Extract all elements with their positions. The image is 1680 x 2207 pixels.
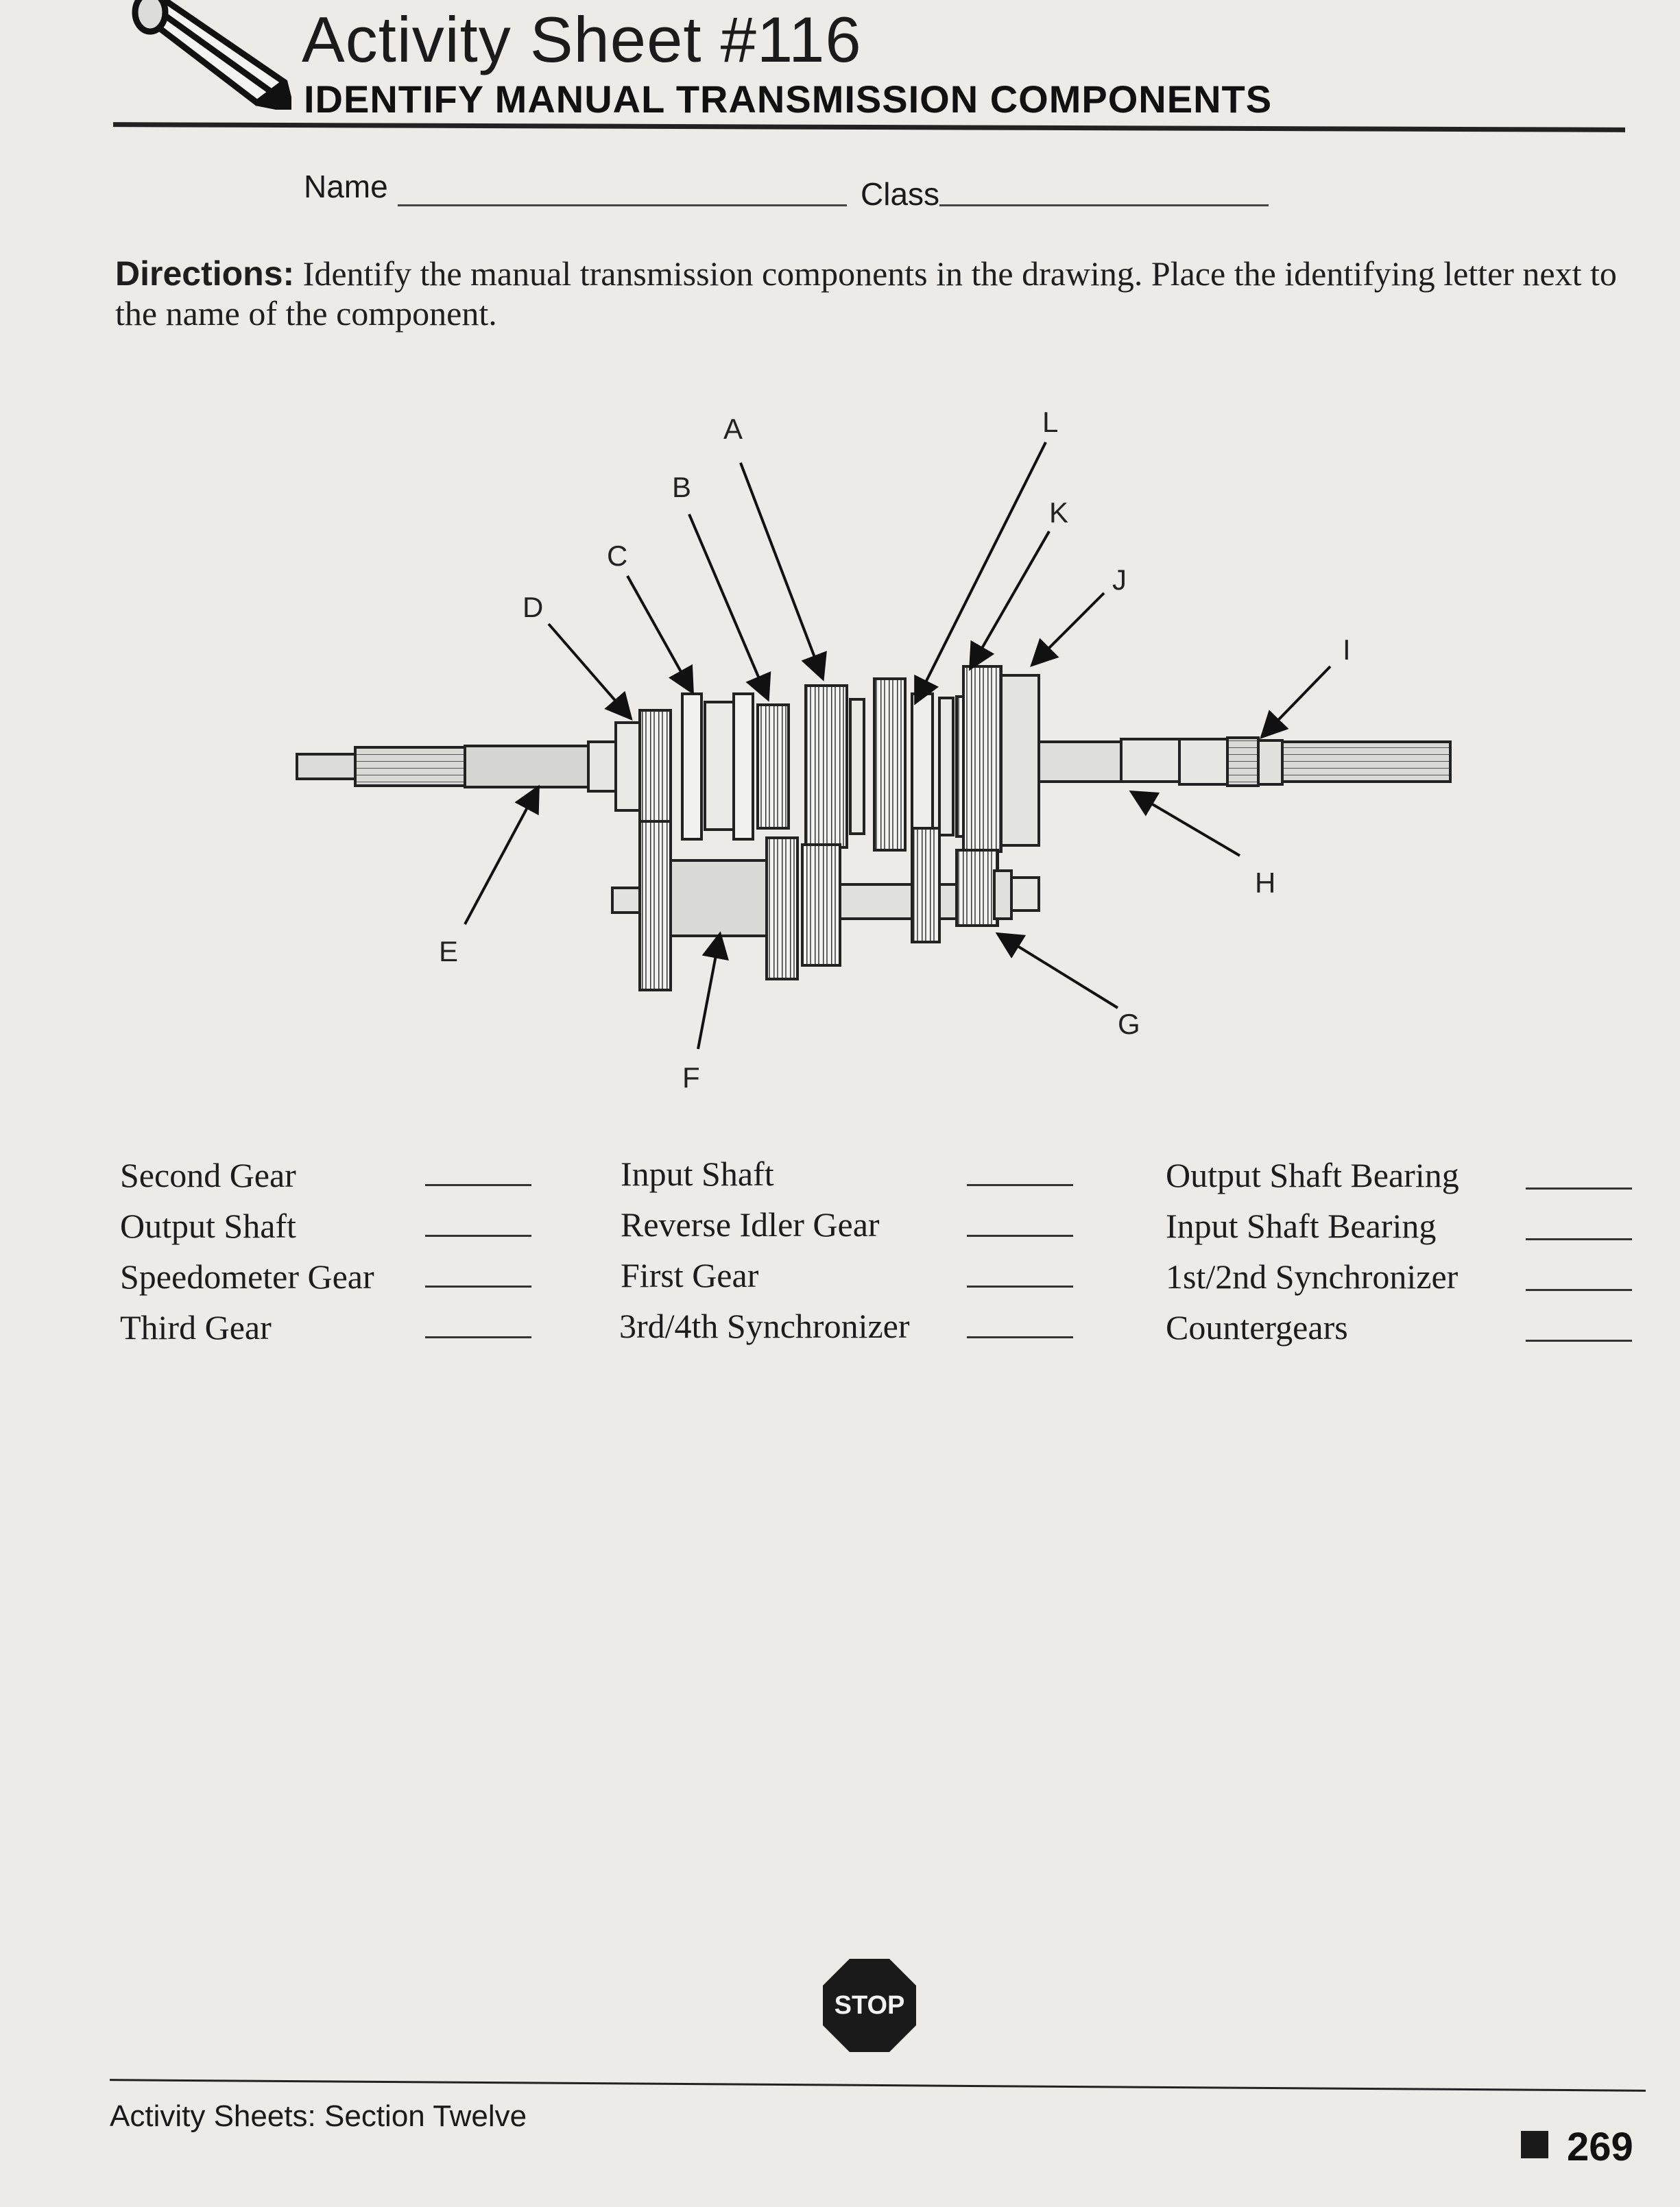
term-input-shaft: Input Shaft [621,1155,774,1193]
term-speedometer-gear: Speedometer Gear [120,1257,374,1296]
callout-A: A [723,413,743,445]
directions-label: Directions: [115,254,295,293]
term-1st-2nd-synchronizer: 1st/2nd Synchronizer [1166,1257,1459,1296]
directions-text: Directions: Identify the manual transmis… [115,254,1637,333]
output-shaft-drawing [1037,736,1452,787]
class-label: Class [861,176,940,212]
answer-blank-output-shaft-bearing[interactable] [1526,1187,1632,1190]
answer-blank-input-shaft[interactable] [967,1184,1073,1186]
answer-blank-input-shaft-bearing[interactable] [1526,1238,1632,1240]
term-reverse-idler-gear: Reverse Idler Gear [621,1205,880,1244]
page-number: 269 [1567,2125,1633,2169]
callout-K: K [1049,496,1068,529]
callout-J: J [1112,564,1127,596]
callout-B: B [672,471,691,503]
pencil-icon [132,0,291,110]
term-3rd-4th-synchronizer: 3rd/4th Synchronizer [619,1307,910,1345]
name-field[interactable] [398,204,847,206]
answer-blank-countergears[interactable] [1526,1340,1632,1342]
callout-L: L [1042,406,1058,438]
answer-blank-reverse-idler-gear[interactable] [967,1235,1073,1237]
callout-labels: A B C D E F G H I J K L [439,406,1351,1094]
class-field[interactable] [939,204,1269,206]
callout-C: C [607,540,627,572]
term-countergears: Countergears [1166,1308,1348,1347]
term-output-shaft-bearing: Output Shaft Bearing [1166,1156,1459,1194]
callout-H: H [1255,867,1275,899]
term-input-shaft-bearing: Input Shaft Bearing [1166,1207,1437,1245]
callout-E: E [439,935,458,967]
callout-I: I [1343,634,1351,666]
callout-G: G [1118,1008,1140,1040]
answer-blank-first-gear[interactable] [967,1286,1073,1288]
callout-F: F [682,1061,700,1094]
answer-blank-second-gear[interactable] [425,1184,531,1186]
term-third-gear: Third Gear [120,1308,272,1347]
callout-D: D [523,591,543,623]
answer-blank-1st-2nd-synchronizer[interactable] [1526,1289,1632,1291]
answer-blank-speedometer-gear[interactable] [425,1286,531,1288]
term-output-shaft: Output Shaft [120,1207,296,1245]
term-first-gear: First Gear [621,1256,759,1294]
transmission-diagram: A B C D E F G H I J K L [296,406,1452,1094]
sheet-subtitle: IDENTIFY MANUAL TRANSMISSION COMPONENTS [304,77,1273,121]
page-marker-square [1521,2131,1548,2158]
name-label: Name [304,169,388,204]
answer-blank-3rd-4th-synchronizer[interactable] [967,1336,1073,1338]
mainshaft-gears-drawing [638,665,1040,853]
input-shaft-drawing [296,721,641,812]
answer-blank-output-shaft[interactable] [425,1235,531,1237]
answer-blank-third-gear[interactable] [425,1336,531,1338]
directions-body: Identify the manual transmission compone… [115,254,1617,333]
footer-section-label: Activity Sheets: Section Twelve [110,2099,527,2133]
footer-rule [110,2079,1646,2092]
term-second-gear: Second Gear [120,1156,296,1194]
stop-sign-label: STOP [835,1991,905,2020]
callout-arrows [464,442,1332,1050]
stop-sign-icon: STOP [823,1959,916,2052]
sheet-title: Activity Sheet #116 [302,3,862,75]
